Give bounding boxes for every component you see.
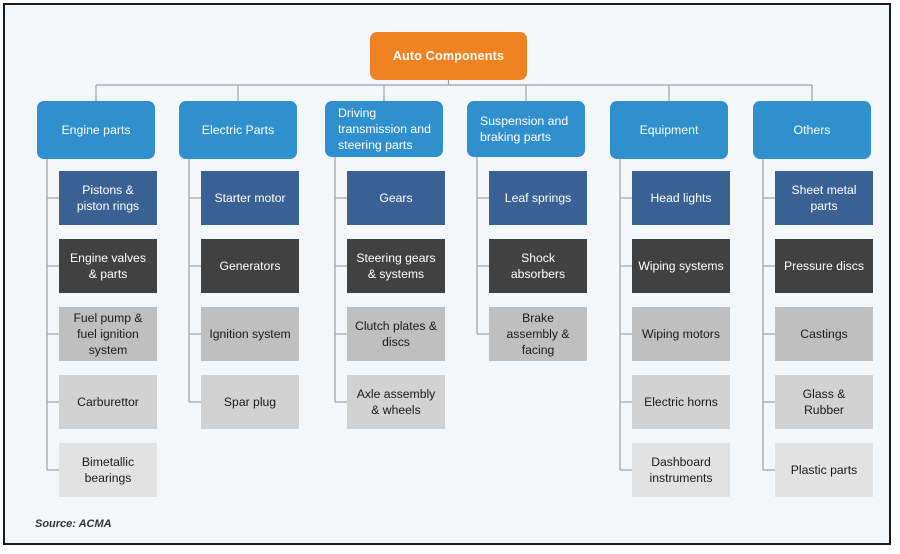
root-node[interactable]: Auto Components xyxy=(370,32,527,80)
leaf-node-c5-r1[interactable]: Head lights xyxy=(632,171,730,225)
leaf-node-c6-r1[interactable]: Sheet metal parts xyxy=(775,171,873,225)
leaf-node-c1-r5[interactable]: Bimetallic bearings xyxy=(59,443,157,497)
leaf-node-c2-r3[interactable]: Ignition system xyxy=(201,307,299,361)
column-header-1[interactable]: Engine parts xyxy=(37,101,155,159)
leaf-node-c3-r1[interactable]: Gears xyxy=(347,171,445,225)
leaf-node-c1-r3[interactable]: Fuel pump & fuel ignition system xyxy=(59,307,157,361)
leaf-node-c3-r2[interactable]: Steering gears & systems xyxy=(347,239,445,293)
leaf-node-c3-r3[interactable]: Clutch plates & discs xyxy=(347,307,445,361)
leaf-node-c6-r2[interactable]: Pressure discs xyxy=(775,239,873,293)
column-header-6[interactable]: Others xyxy=(753,101,871,159)
leaf-node-c4-r1[interactable]: Leaf springs xyxy=(489,171,587,225)
leaf-node-c2-r2[interactable]: Generators xyxy=(201,239,299,293)
leaf-node-c5-r5[interactable]: Dashboard instruments xyxy=(632,443,730,497)
leaf-node-c4-r2[interactable]: Shock absorbers xyxy=(489,239,587,293)
leaf-node-c4-r3[interactable]: Brake assembly & facing xyxy=(489,307,587,361)
leaf-node-c3-r4[interactable]: Axle assembly & wheels xyxy=(347,375,445,429)
leaf-node-c5-r4[interactable]: Electric horns xyxy=(632,375,730,429)
leaf-node-c1-r4[interactable]: Carburettor xyxy=(59,375,157,429)
leaf-node-c2-r1[interactable]: Starter motor xyxy=(201,171,299,225)
column-header-3[interactable]: Driving transmission and steering parts xyxy=(325,101,443,157)
leaf-node-c2-r4[interactable]: Spar plug xyxy=(201,375,299,429)
leaf-node-c1-r1[interactable]: Pistons & piston rings xyxy=(59,171,157,225)
column-header-4[interactable]: Suspension and braking parts xyxy=(467,101,585,157)
leaf-node-c6-r5[interactable]: Plastic parts xyxy=(775,443,873,497)
leaf-node-c6-r4[interactable]: Glass & Rubber xyxy=(775,375,873,429)
leaf-node-c5-r3[interactable]: Wiping motors xyxy=(632,307,730,361)
source-note: Source: ACMA xyxy=(35,518,112,530)
column-header-2[interactable]: Electric Parts xyxy=(179,101,297,159)
column-header-5[interactable]: Equipment xyxy=(610,101,728,159)
leaf-node-c1-r2[interactable]: Engine valves & parts xyxy=(59,239,157,293)
leaf-node-c6-r3[interactable]: Castings xyxy=(775,307,873,361)
leaf-node-c5-r2[interactable]: Wiping systems xyxy=(632,239,730,293)
